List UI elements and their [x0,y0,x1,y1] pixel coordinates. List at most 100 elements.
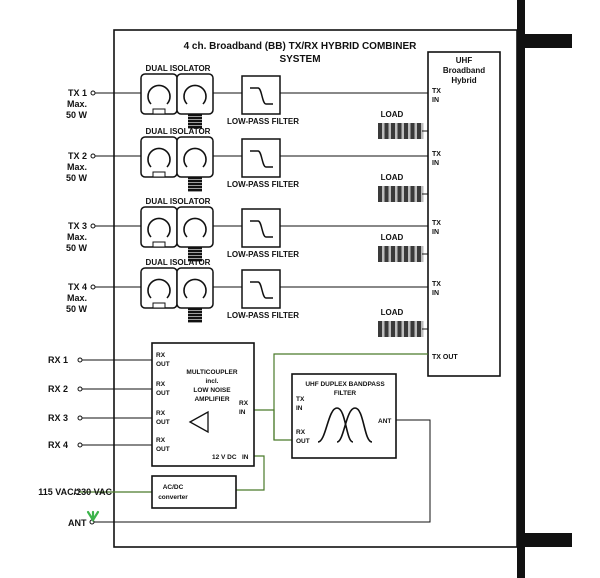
circulator-arc [183,147,207,168]
load-fin-gap [408,123,411,139]
isolator-termination [188,253,202,256]
multicoupler-line1: MULTICOUPLER [186,369,237,376]
load-label: LOAD [381,173,404,182]
circulator-arc [183,278,207,299]
dc-power-wire [236,455,265,491]
rack-rail [517,0,525,578]
load-fin-gap [382,246,385,262]
load-fin [378,321,382,337]
load-fin [410,186,415,202]
isolator-cell-2 [176,267,214,309]
isolator-cell-1 [140,73,178,115]
tx-name: TX 1 [68,88,87,98]
amplifier-symbol [188,410,209,434]
hybrid-line3: Hybrid [451,76,476,85]
load-fin [391,321,395,337]
multicoupler-rx-label: RX [156,381,166,388]
tx-power: 50 W [66,243,88,253]
load-fin [384,321,389,337]
tx-max: Max. [67,99,87,109]
load-fin-gap [414,123,417,139]
multicoupler-line2: incl. [205,378,218,385]
isolator-cell-2 [176,206,214,248]
isolator-port [152,108,166,115]
duplex-rx-label: RX [296,429,306,436]
load-fin [391,186,395,202]
isolator-port [152,171,166,178]
acdc-converter-box [151,475,237,509]
low-pass-filter-label: LOW-PASS FILTER [227,250,299,259]
tx-terminal [90,153,96,159]
tx-max: Max. [67,232,87,242]
converter-line2: converter [158,494,188,501]
multicoupler-out-label: OUT [156,361,170,368]
load-fin [397,321,402,337]
hybrid-tx-label: TX [432,88,441,95]
enclosure-frame [113,29,518,548]
rack-ear-bottom [517,533,572,547]
low-pass-curve [250,281,273,299]
hybrid-in-label: IN [432,290,439,297]
low-pass-filter-label: LOW-PASS FILTER [227,117,299,126]
title-line1: 4 ch. Broadband (BB) TX/RX HYBRID COMBIN… [184,41,418,52]
isolator-cell-2 [176,73,214,115]
load-fin-gap [401,321,404,337]
isolator-termination [188,320,202,323]
load-label: LOAD [381,233,404,242]
duplex-rx-out-label: OUT [296,438,310,445]
tx-terminal [90,223,96,229]
isolator-termination [188,117,202,120]
duplex-tx-in-label: IN [296,405,303,412]
hybrid-line1: UHF [456,56,473,65]
low-pass-curve [250,150,273,168]
load-fin [410,246,415,262]
load-fin-gap [408,246,411,262]
circulator-arc [147,278,171,299]
low-pass-curve [250,87,273,105]
multicoupler-line4: AMPLIFIER [194,396,229,403]
hybrid-in-label: IN [432,160,439,167]
antenna-icon [86,510,100,523]
hybrid-in-label: IN [432,97,439,104]
load-fin [397,123,402,139]
dual-isolator-label: DUAL ISOLATOR [146,197,211,206]
load-fin [404,246,408,262]
rx-name: RX 2 [48,384,68,394]
isolator-termination [188,177,202,180]
load-fin-gap [414,246,417,262]
isolator-termination [188,120,202,123]
tx-power: 50 W [66,110,88,120]
duplex-line1: UHF DUPLEX BANDPASS [305,381,385,388]
load-fin [391,246,395,262]
load-fin [397,186,402,202]
dual-isolator-label: DUAL ISOLATOR [146,64,211,73]
load-fin [404,186,408,202]
isolator-termination [188,123,202,126]
lna-rx-in-wire [254,409,275,440]
duplex-ant-label: ANT [378,418,391,425]
rx-terminal [77,442,83,448]
duplex-line2: FILTER [334,390,357,397]
tx-max: Max. [67,162,87,172]
rx-name: RX 3 [48,413,68,423]
load-fin [378,123,382,139]
load-fin-gap [388,246,391,262]
load-label: LOAD [381,110,404,119]
load-fin [378,246,382,262]
load-fin-gap [395,186,398,202]
hybrid-tx-label: TX [432,281,441,288]
dual-isolator-label: DUAL ISOLATOR [146,258,211,267]
load-fin-gap [395,321,398,337]
multicoupler-out-label: OUT [156,446,170,453]
load-fin [417,246,421,262]
load-fin-gap [408,321,411,337]
isolator-cell-1 [140,206,178,248]
power-input-terminal [74,489,80,495]
load-fin-gap [414,321,417,337]
isolator-termination [188,126,202,129]
bandpass-curve-2 [336,407,373,443]
converter-line1: AC/DC [163,484,184,491]
